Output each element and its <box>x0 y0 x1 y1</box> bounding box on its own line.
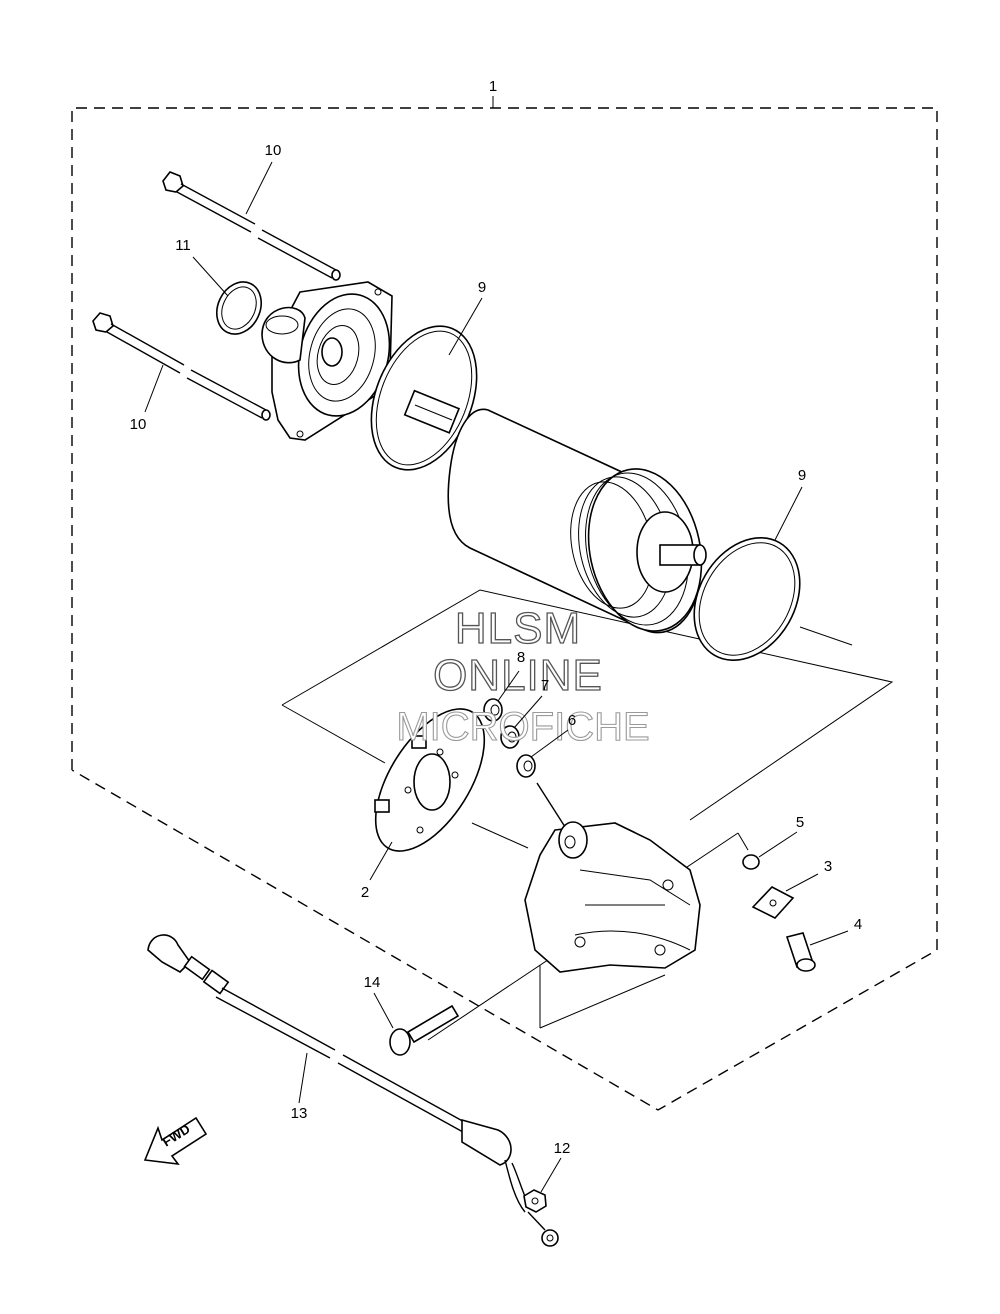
callout-1: 1 <box>489 78 497 95</box>
through-bolt-upper <box>162 171 341 281</box>
brush-holder-plate <box>374 708 486 852</box>
rear-cover <box>524 821 701 973</box>
nut-12 <box>523 1189 547 1213</box>
watermark-line-2: ONLINE <box>433 651 603 700</box>
assembly-boundary <box>71 107 938 1111</box>
clip-3 <box>751 886 795 919</box>
callout-numbers: 1 10 11 9 10 9 8 7 6 5 3 4 2 14 13 12 <box>130 78 863 1157</box>
washer-7 <box>500 725 520 749</box>
callout-3: 3 <box>824 858 832 875</box>
forward-arrow-icon: FWD <box>143 1116 208 1166</box>
bolt-14 <box>389 1004 460 1056</box>
callout-13: 13 <box>291 1105 308 1122</box>
callout-12: 12 <box>554 1140 571 1157</box>
callout-14: 14 <box>364 974 381 991</box>
callout-10-upper: 10 <box>265 142 282 159</box>
watermark: HLSM ONLINE MICROFICHE <box>396 603 650 749</box>
callout-10-lower: 10 <box>130 416 147 433</box>
o-ring-lower <box>693 537 801 661</box>
watermark-line-3: MICROFICHE <box>396 705 649 749</box>
through-bolt-lower <box>92 312 271 421</box>
callout-8: 8 <box>517 649 525 666</box>
callout-9-upper: 9 <box>478 279 486 296</box>
callout-5: 5 <box>796 814 804 831</box>
motor-yoke <box>403 389 707 634</box>
starter-cable <box>147 934 559 1247</box>
nut-6 <box>516 754 536 778</box>
callout-4: 4 <box>854 916 862 933</box>
washer-8 <box>483 698 503 722</box>
watermark-line-1: HLSM <box>455 604 581 653</box>
washer-5 <box>742 854 760 870</box>
bolt-4 <box>785 932 816 972</box>
front-cover <box>261 281 393 441</box>
callout-6: 6 <box>568 712 576 729</box>
callout-2: 2 <box>361 884 369 901</box>
callout-7: 7 <box>541 677 549 694</box>
leader-lines <box>144 161 849 1193</box>
callout-11: 11 <box>175 237 191 254</box>
callout-9-lower: 9 <box>798 467 806 484</box>
